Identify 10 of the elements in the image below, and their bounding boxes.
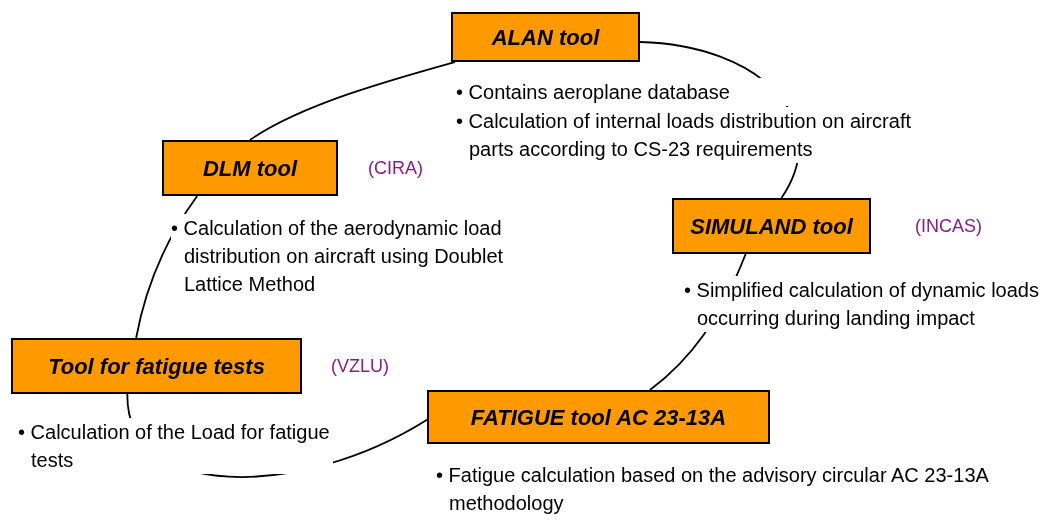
tool-box: Tool for fatigue tests [11, 338, 302, 394]
tool-box: FATIGUE tool AC 23-13A [427, 390, 770, 444]
organization-label: (INCAS) [915, 215, 982, 238]
tool-box: SIMULAND tool [672, 198, 871, 254]
connector-curve [249, 61, 456, 141]
tool-box: DLM tool [162, 140, 338, 196]
organization-label: (CIRA) [368, 157, 423, 180]
tool-box: ALAN tool [451, 12, 640, 62]
bullet-text: • Calculation of the Load for fatigue tests [18, 418, 333, 474]
organization-label: (VZLU) [331, 355, 389, 378]
